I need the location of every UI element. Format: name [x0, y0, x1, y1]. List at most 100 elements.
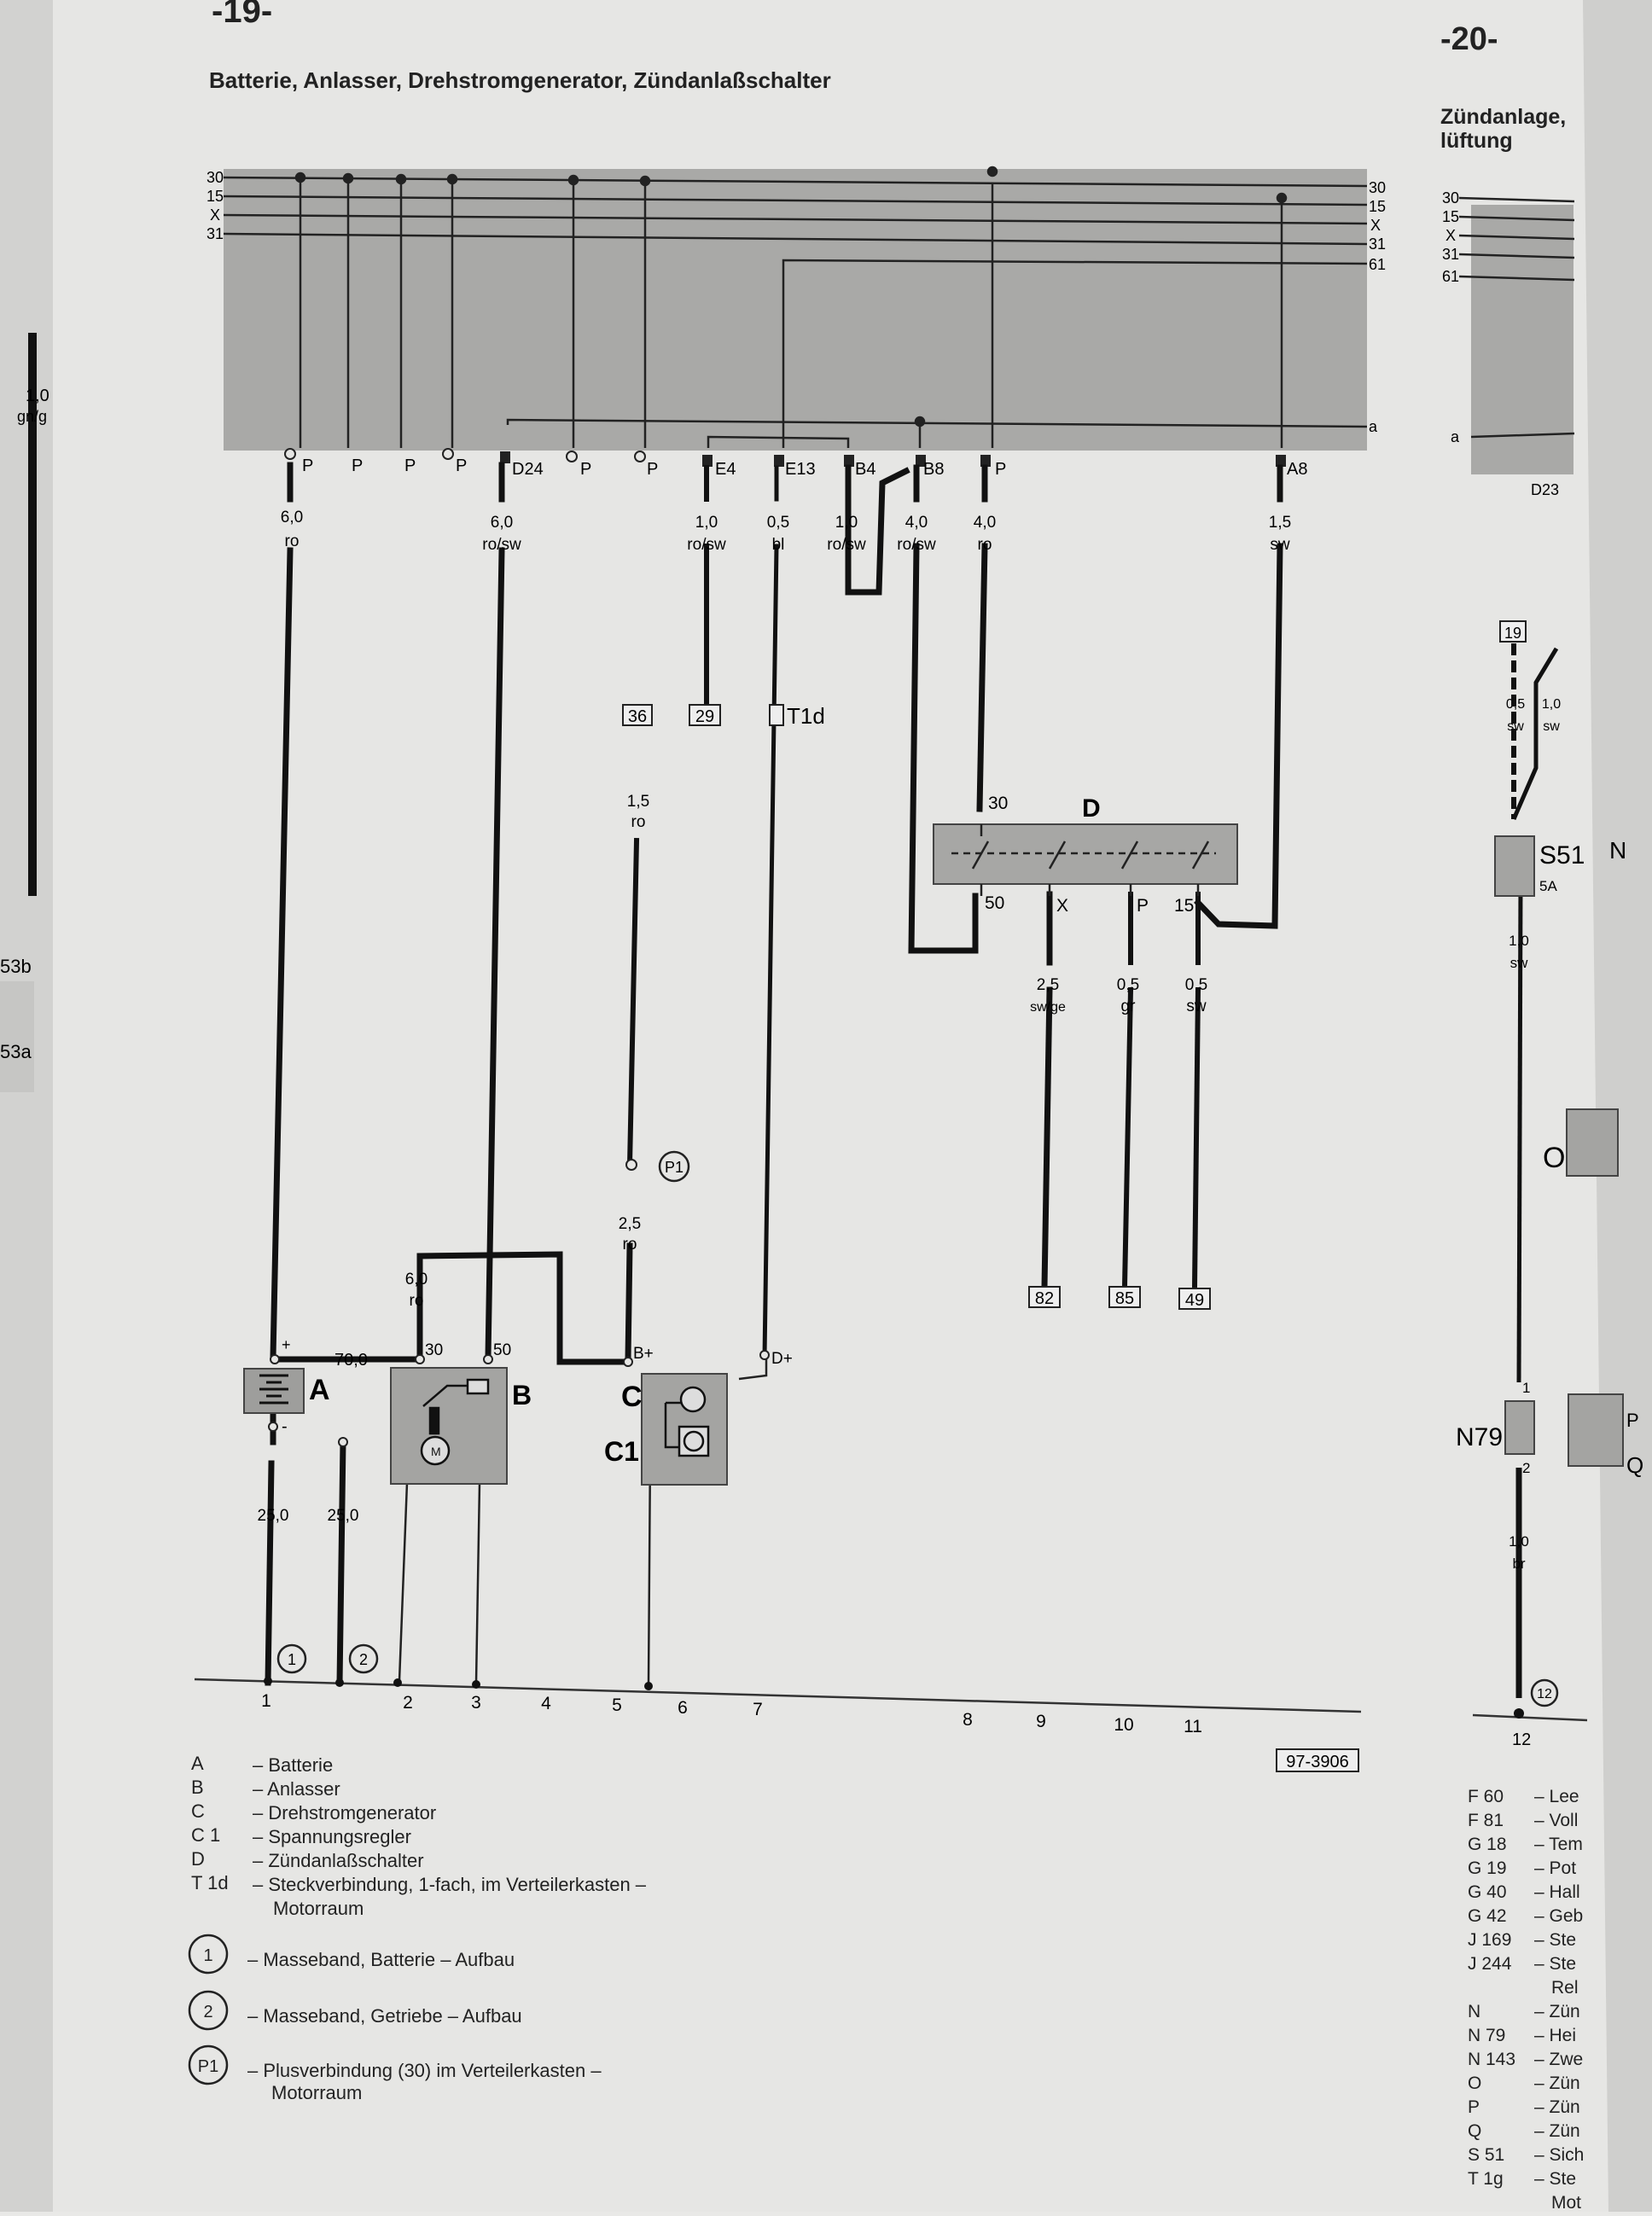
legend-code-b: B: [191, 1777, 204, 1798]
legend-mark-2-label: 2: [203, 2003, 212, 2021]
switch-tx: X: [1056, 896, 1068, 916]
ground-num-1: 1: [261, 1691, 271, 1711]
right-p-label: P: [1626, 1410, 1639, 1431]
component-c1-label: C1: [604, 1436, 639, 1467]
right-bus-15: 15: [1442, 208, 1459, 225]
right-bus-x: X: [1446, 227, 1456, 244]
switch-t15: 15: [1174, 896, 1194, 916]
right-ws51-color: sw: [1510, 955, 1529, 971]
right-bus-61: 61: [1442, 268, 1459, 285]
conn-label-b8: B8: [923, 460, 944, 479]
legend-text-a: – Batterie: [253, 1754, 333, 1776]
right-page-bus-labels: 30 15 X 31 61 a D23: [1442, 189, 1559, 498]
right-wn79-size: 1,0: [1509, 1533, 1529, 1550]
doc-ref-label: 97-3906: [1286, 1753, 1348, 1771]
left-edge-label-3: 53b: [0, 956, 32, 977]
bus-label-x-right: X: [1370, 217, 1381, 234]
switch-tp: P: [1137, 896, 1149, 916]
right-legend-text: – Ste: [1534, 1930, 1576, 1950]
right-legend-text: – Hall: [1534, 1882, 1580, 1902]
bus-label-30-right: 30: [1369, 179, 1386, 196]
right-n79-t1: 1: [1522, 1380, 1530, 1396]
wire-b8-to-switch: [908, 543, 979, 954]
starter-icon: M: [420, 1378, 490, 1466]
page-number-right: -20-: [1440, 21, 1498, 57]
right-o-label: O: [1543, 1142, 1565, 1174]
bus-label-31-left: 31: [206, 225, 224, 242]
ground-strap-gearbox: [336, 1439, 346, 1686]
right-legend-code: J 169: [1468, 1930, 1511, 1950]
wire-spec-2-size: 6,0: [491, 514, 513, 532]
right-legend-text: Mot: [1551, 2193, 1581, 2212]
right-conn-d23: D23: [1531, 481, 1559, 498]
wire-spec-2-color: ro/sw: [482, 536, 521, 554]
right-page-bus: [1458, 196, 1575, 439]
wire-36-color: ro: [631, 813, 646, 831]
switch-t30: 30: [988, 794, 1008, 813]
right-n79-t2: 2: [1522, 1460, 1530, 1476]
ground-num-8: 8: [963, 1710, 973, 1730]
component-b-label: B: [512, 1380, 532, 1410]
t1d-label: T1d: [787, 703, 825, 729]
ground-bus: [194, 1678, 1362, 1713]
wire-spec-4-color: bl: [772, 536, 785, 554]
wire-switch-15out: [1191, 986, 1201, 1290]
right-wn79-color: br: [1512, 1556, 1525, 1572]
reference-boxes: 36 29 82 85 49: [622, 704, 1211, 1310]
legend-mark-p1: [188, 2044, 229, 2085]
legend-circle-text-p1-cont: Motorraum: [271, 2082, 362, 2103]
wire-battery-plus: [270, 547, 294, 1360]
wire-spec-1-color: ro: [285, 532, 300, 550]
legend-mark-1: [188, 1934, 229, 1975]
ground-num-10: 10: [1114, 1715, 1133, 1735]
switch-contacts: [951, 824, 1216, 896]
ground-num-5: 5: [612, 1695, 622, 1715]
alternator-dplus-label: D+: [771, 1350, 793, 1368]
wire-switch-15: [1194, 543, 1283, 929]
ref-box-85: 85: [1115, 1289, 1134, 1308]
switch-d-label: D: [1082, 794, 1101, 823]
ground-mark-2-label: 2: [359, 1651, 368, 1668]
right-legend-code: Q: [1468, 2121, 1481, 2141]
right-legend-text: – Zün: [1534, 2121, 1580, 2141]
battery-plus-label: +: [282, 1336, 291, 1353]
right-legend-code: N: [1468, 2002, 1480, 2021]
battery-minus-label: -: [282, 1417, 288, 1436]
bus-labels-left: 30 15 X 31: [206, 169, 224, 242]
right-component-pq: [1568, 1393, 1624, 1467]
legend-code-c1: C 1: [191, 1824, 220, 1846]
legend-circle-text-p1: – Plusverbindung (30) im Verteilerkasten…: [247, 2060, 602, 2081]
right-legend-text: – Zwe: [1534, 2050, 1583, 2069]
right-w19b-color: sw: [1543, 719, 1560, 734]
component-a-label: A: [309, 1374, 330, 1406]
ground-num-11: 11: [1184, 1717, 1202, 1736]
legend-circle-text-1: – Masseband, Batterie – Aufbau: [247, 1949, 515, 1970]
right-legend-text: – Geb: [1534, 1906, 1583, 1926]
right-bus-31: 31: [1442, 246, 1459, 263]
wire-spec-3-size: 1,0: [695, 514, 718, 532]
right-legend-code: J 244: [1468, 1954, 1512, 1974]
ground-num-6: 6: [678, 1698, 688, 1718]
left-edge-label-1: 1,0: [26, 387, 49, 405]
conn-label-e4: E4: [715, 460, 736, 479]
right-ground-mark-12-label: 12: [1537, 1687, 1552, 1701]
page-title: Batterie, Anlasser, Drehstromgenerator, …: [209, 67, 831, 93]
right-ground-num-12: 12: [1512, 1730, 1531, 1749]
left-edge-label-2: gn/g: [17, 408, 47, 425]
wire-p1-color: ro: [623, 1236, 637, 1253]
conn-label-p2: P: [352, 457, 363, 475]
bus-label-31-right: 31: [1369, 236, 1386, 253]
wire-starter30-to-bplus: [416, 1251, 631, 1365]
conn-label-p7: P: [995, 460, 1006, 479]
right-component-o: [1566, 1108, 1619, 1177]
right-legend-text: – Lee: [1534, 1787, 1579, 1806]
switch-out-15-size: 0,5: [1185, 976, 1207, 994]
right-legend-code: F 81: [1468, 1811, 1504, 1830]
right-legend-code: N 143: [1468, 2050, 1515, 2069]
wire-switch-x: [1041, 986, 1053, 1290]
right-wire-n79-labels: 1,0 br: [1509, 1533, 1529, 1572]
ground-wire-2-size: 25,0: [328, 1507, 359, 1525]
ground-num-2: 2: [403, 1693, 413, 1713]
wire-spec-1-size: 6,0: [281, 509, 303, 526]
wire-spec-6-size: 4,0: [905, 514, 928, 532]
